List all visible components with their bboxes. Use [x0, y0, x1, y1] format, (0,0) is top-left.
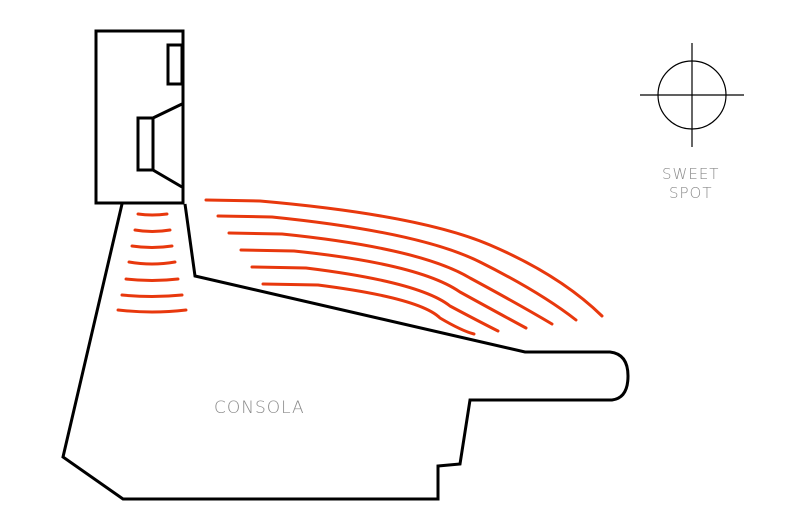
reflection-wave [116, 308, 188, 314]
direct-wave [239, 248, 528, 330]
speaker-cabinet [94, 29, 185, 205]
console-outline [61, 203, 630, 501]
direct-sound-waves [204, 198, 604, 336]
tweeter [166, 43, 184, 86]
console-label: CONSOLA [214, 398, 305, 418]
reflection-wave [127, 260, 177, 266]
reflection-wave [124, 277, 180, 282]
direct-wave [261, 282, 476, 336]
reflected-sound-waves [116, 212, 188, 314]
direct-wave [227, 231, 554, 326]
direct-wave [250, 265, 500, 333]
crosshair-circle-icon [640, 43, 744, 147]
direct-wave [216, 214, 578, 322]
reflection-wave [136, 212, 169, 217]
woofer-cone [151, 102, 183, 189]
sweet-spot-label: SWEET SPOT [662, 165, 719, 203]
sweet-spot-label-line2: SPOT [668, 184, 713, 202]
woofer-magnet [136, 116, 155, 172]
reflection-wave [133, 228, 172, 233]
speaker-icon [94, 29, 185, 205]
reflection-wave [120, 293, 184, 298]
reflection-wave [130, 244, 174, 249]
direct-wave [204, 198, 604, 318]
sweet-spot-label-line1: SWEET [662, 165, 720, 183]
